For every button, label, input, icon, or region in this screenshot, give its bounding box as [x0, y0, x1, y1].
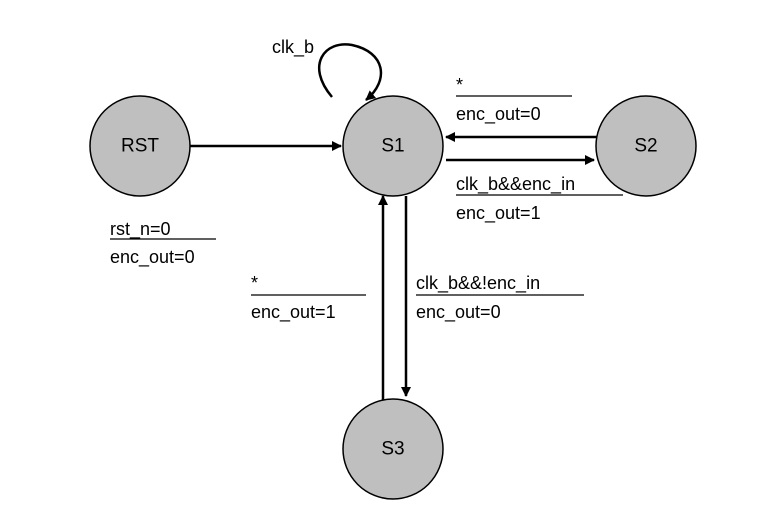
label-s1-to-s3-output: enc_out=0 — [416, 302, 501, 323]
state-s1: S1 — [342, 95, 444, 197]
label-s2-to-s1-condition: * — [456, 75, 463, 95]
label-s1-to-s3-condition: clk_b&&!enc_in — [416, 273, 540, 294]
label-s1-self-condition: clk_b — [272, 37, 314, 58]
edge-s1-self-loop — [318, 43, 383, 101]
state-rst: RST — [89, 95, 191, 197]
state-s1-label: S1 — [381, 136, 404, 157]
label-s1-to-s2-condition: clk_b&&enc_in — [456, 174, 575, 195]
label-s3-to-s1-output: enc_out=1 — [251, 302, 336, 323]
label-rst-condition: rst_n=0 — [110, 219, 171, 240]
state-s3: S3 — [342, 398, 444, 500]
state-s2-label: S2 — [634, 136, 657, 157]
state-rst-label: RST — [121, 136, 159, 157]
label-s1-to-s2-output: enc_out=1 — [456, 203, 541, 224]
label-rst-output: enc_out=0 — [110, 247, 195, 268]
label-s2-to-s1-output: enc_out=0 — [456, 104, 541, 125]
label-s3-to-s1-condition: * — [251, 273, 258, 293]
state-s2: S2 — [595, 95, 697, 197]
state-s3-label: S3 — [381, 439, 404, 460]
